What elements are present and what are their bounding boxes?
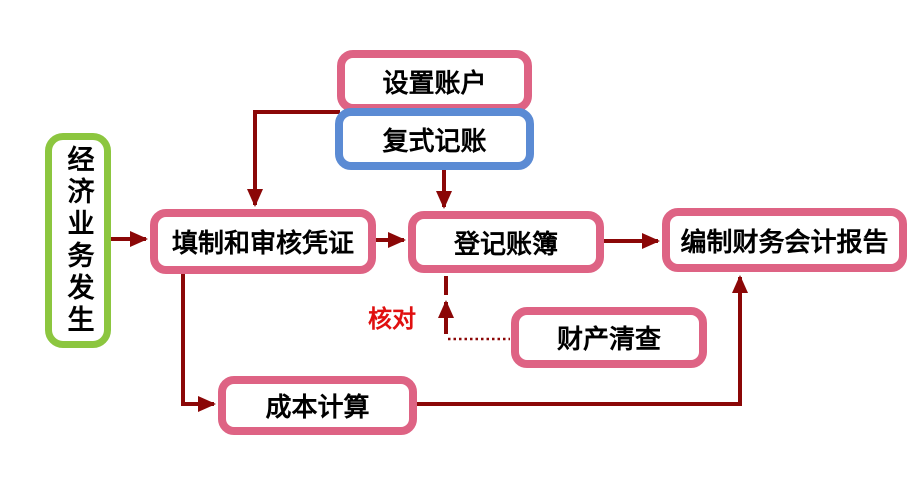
- flow-node-setup-accounts: 设置账户: [337, 50, 532, 112]
- flow-node-label: 成本计算: [265, 393, 370, 422]
- flow-node-label: 复式记账: [382, 126, 487, 156]
- edge-cost-to-report: [417, 275, 748, 406]
- flow-node-label: 财产清查: [556, 325, 661, 354]
- flow-node-property-inventory: 财产清查: [511, 307, 707, 368]
- flow-node-economic-business: 经济业务发生: [45, 133, 111, 348]
- flow-node-double-entry: 复式记账: [335, 108, 534, 170]
- edge-voucher-to-cost: [181, 274, 216, 412]
- flow-node-register-books: 登记账簿: [408, 211, 604, 273]
- flow-node-label: 设置账户: [382, 68, 487, 98]
- check-edge-label: 核对: [368, 307, 416, 333]
- flow-node-label: 填制和审核凭证: [171, 229, 354, 258]
- flow-node-cost-calculation: 成本计算: [218, 376, 417, 435]
- flow-node-label: 经济业务发生: [63, 144, 94, 337]
- flow-node-label: 登记账簿: [453, 229, 558, 259]
- edge-setup-to-voucher: [247, 110, 340, 207]
- flow-node-label: 编制财务会计报告: [680, 227, 889, 257]
- flow-node-financial-report: 编制财务会计报告: [662, 208, 907, 272]
- flow-node-fill-audit-vouchers: 填制和审核凭证: [150, 209, 376, 274]
